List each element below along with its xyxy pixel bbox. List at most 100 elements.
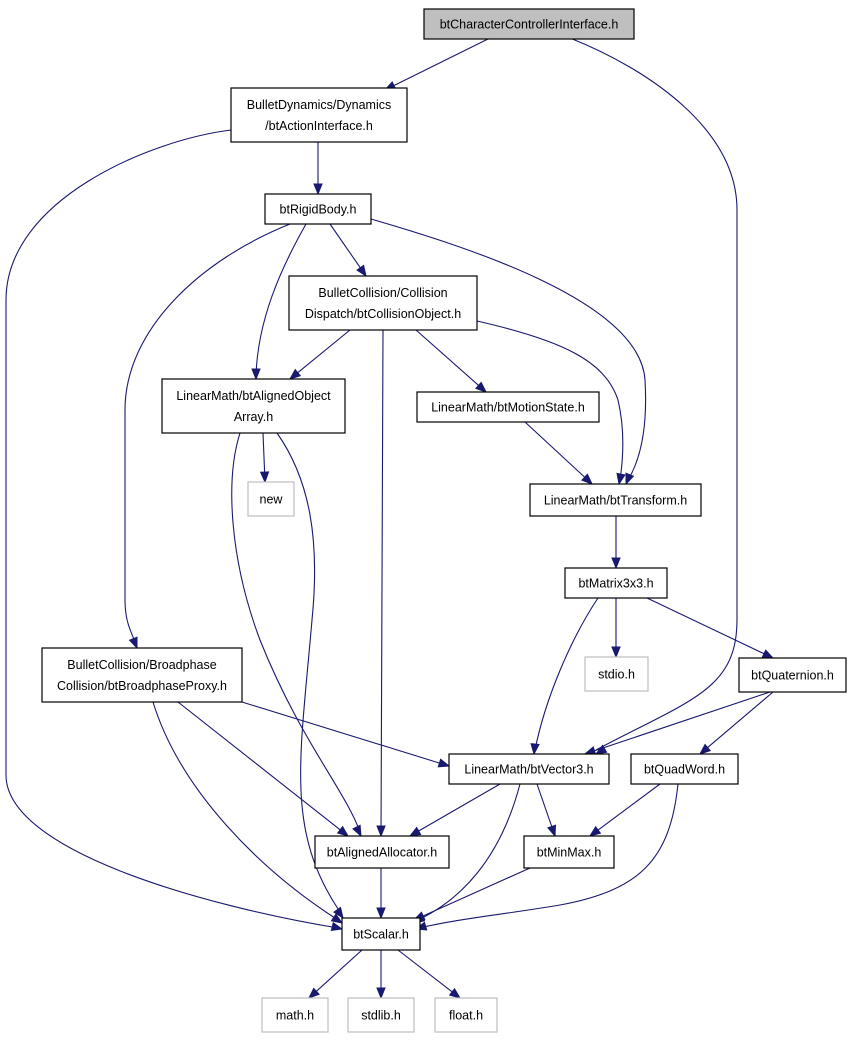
edge-arrowhead-rigid-to-collobj — [356, 264, 367, 278]
edge-arrowhead-broad-to-alloc — [336, 825, 350, 837]
edge-arrowhead-collobj-to-motion — [474, 381, 488, 393]
node-root[interactable]: btCharacterControllerInterface.h — [423, 8, 635, 40]
edge-collobj-to-alloc — [376, 329, 386, 838]
node-math: math.h — [261, 997, 329, 1033]
node-label-stdlib: stdlib.h — [361, 1009, 401, 1023]
edge-line-scalar-to-math — [315, 949, 363, 993]
node-label-action-line2: /btActionInterface.h — [265, 119, 373, 133]
edge-broad-to-vector3 — [241, 701, 451, 768]
edge-line-aligned-to-scalar — [276, 432, 341, 913]
edge-arrowhead-broad-to-vector3 — [437, 758, 451, 768]
node-box-root — [423, 8, 635, 40]
edge-action-to-rigid — [313, 142, 323, 196]
node-collobj[interactable]: BulletCollision/CollisionDispatch/btColl… — [288, 275, 478, 331]
edge-arrowhead-alloc-to-scalar — [376, 907, 386, 920]
edge-line-matrix-to-vector3 — [534, 597, 599, 751]
node-transform[interactable]: LinearMath/btTransform.h — [529, 483, 702, 517]
node-box-minmax — [523, 835, 615, 869]
node-label-new: new — [260, 493, 284, 507]
edge-rigid-to-aligned — [251, 223, 307, 381]
edge-line-broad-to-vector3 — [241, 701, 441, 764]
edge-arrowhead-quat-to-quadword — [698, 743, 712, 755]
node-float: float.h — [434, 997, 498, 1033]
edge-line-vector3-to-minmax — [536, 783, 553, 828]
node-label-broad-line1: BulletCollision/Broadphase — [67, 658, 216, 672]
edge-arrowhead-rigid-to-transform — [625, 472, 635, 486]
node-label-transform: LinearMath/btTransform.h — [544, 494, 687, 508]
edge-aligned-to-alloc — [231, 432, 362, 838]
node-scalar[interactable]: btScalar.h — [341, 917, 421, 951]
edge-line-root-to-vector3 — [569, 37, 738, 751]
edge-arrowhead-rigid-to-aligned — [251, 368, 261, 381]
node-box-broad — [41, 647, 243, 703]
node-box-aligned — [161, 378, 346, 434]
node-label-broad-line2: Collision/btBroadphaseProxy.h — [57, 679, 227, 693]
edge-arrowhead-motion-to-transform — [581, 473, 593, 485]
edge-quadword-to-minmax — [588, 783, 661, 837]
edge-arrowhead-action-to-scalar — [330, 921, 344, 932]
node-action[interactable]: BulletDynamics/Dynamics/btActionInterfac… — [230, 87, 408, 143]
edge-arrowhead-collobj-to-transform — [616, 472, 626, 486]
edge-vector3-to-alloc — [408, 783, 501, 837]
edge-arrowhead-quadword-to-minmax — [588, 825, 602, 837]
node-label-scalar: btScalar.h — [353, 928, 409, 942]
edge-collobj-to-transform — [476, 320, 626, 486]
node-box-stdio — [584, 656, 649, 692]
node-motion[interactable]: LinearMath/btMotionState.h — [416, 391, 600, 423]
node-label-root: btCharacterControllerInterface.h — [440, 18, 619, 32]
edge-arrowhead-scalar-to-stdlib — [376, 987, 386, 1000]
edge-motion-to-transform — [524, 421, 593, 485]
node-minmax[interactable]: btMinMax.h — [523, 835, 615, 869]
node-quat[interactable]: btQuaternion.h — [738, 657, 847, 693]
node-label-vector3: LinearMath/btVector3.h — [464, 763, 593, 777]
edge-arrowhead-transform-to-matrix — [611, 557, 621, 570]
node-matrix[interactable]: btMatrix3x3.h — [564, 567, 668, 599]
node-box-stdlib — [347, 997, 415, 1033]
edge-line-quat-to-quadword — [706, 691, 774, 749]
edge-rigid-to-broad — [124, 223, 291, 650]
edge-arrowhead-collobj-to-aligned — [288, 368, 302, 380]
edge-line-rigid-to-aligned — [255, 223, 307, 376]
edge-arrowhead-matrix-to-vector3 — [530, 743, 540, 756]
edge-transform-to-matrix — [611, 516, 621, 570]
edge-arrowhead-matrix-to-quat — [761, 649, 775, 659]
node-stdio: stdio.h — [584, 656, 649, 692]
edge-quat-to-quadword — [698, 691, 774, 755]
node-label-matrix: btMatrix3x3.h — [578, 577, 653, 591]
edge-collobj-to-aligned — [288, 329, 351, 380]
node-label-quadword: btQuadWord.h — [644, 763, 725, 777]
edge-scalar-to-stdlib — [376, 950, 386, 1000]
edge-aligned-to-new — [259, 432, 270, 484]
edge-arrowhead-rigid-to-broad — [128, 636, 138, 650]
edge-broad-to-scalar — [152, 701, 344, 924]
nodes-layer: btCharacterControllerInterface.hBulletDy… — [41, 8, 847, 1033]
node-alloc[interactable]: btAlignedAllocator.h — [314, 835, 450, 869]
edge-line-broad-to-scalar — [152, 701, 339, 921]
edge-line-rigid-to-broad — [124, 223, 291, 645]
edges-layer — [5, 37, 775, 1000]
node-label-rigid: btRigidBody.h — [280, 203, 357, 217]
node-label-minmax: btMinMax.h — [537, 846, 602, 860]
edge-arrowhead-vector3-to-alloc — [408, 826, 422, 837]
edge-arrowhead-collobj-to-alloc — [376, 825, 386, 838]
edge-rigid-to-transform — [370, 218, 647, 486]
node-box-float — [434, 997, 498, 1033]
edge-matrix-to-quat — [646, 597, 775, 659]
node-vector3[interactable]: LinearMath/btVector3.h — [448, 753, 610, 785]
edge-arrowhead-aligned-to-new — [259, 471, 270, 484]
node-label-math: math.h — [276, 1009, 314, 1023]
edge-line-rigid-to-collobj — [329, 223, 362, 269]
edge-arrowhead-scalar-to-float — [448, 987, 462, 999]
node-box-matrix — [564, 567, 668, 599]
edge-arrowhead-aligned-to-scalar — [333, 906, 344, 920]
node-broad[interactable]: BulletCollision/BroadphaseCollision/btBr… — [41, 647, 243, 703]
edge-arrowhead-action-to-rigid — [313, 183, 323, 196]
edge-root-to-action — [383, 37, 491, 91]
edge-arrowhead-aligned-to-alloc — [352, 824, 362, 838]
node-rigid[interactable]: btRigidBody.h — [264, 193, 372, 225]
edge-line-collobj-to-alloc — [380, 329, 384, 828]
node-label-stdio: stdio.h — [598, 668, 635, 682]
node-quadword[interactable]: btQuadWord.h — [630, 753, 739, 785]
